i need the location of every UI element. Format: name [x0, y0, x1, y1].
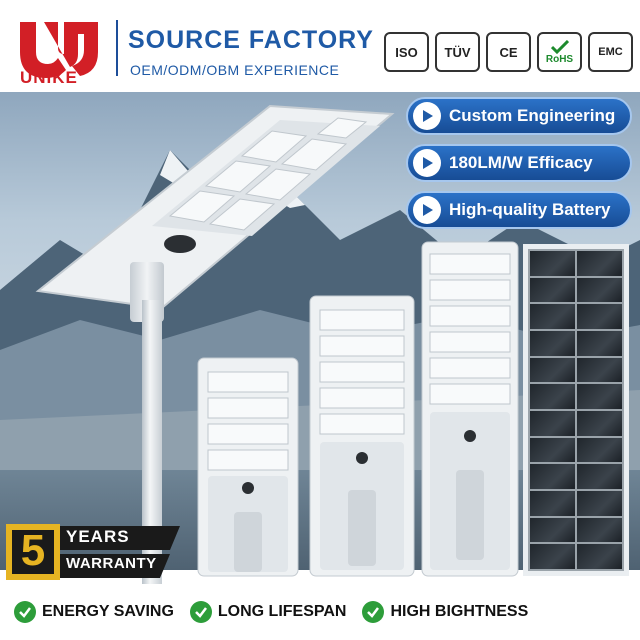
solar-cell [530, 490, 575, 516]
solar-cell [577, 304, 622, 329]
solar-cell [530, 251, 575, 276]
benefit-label: HIGH BIGHTNESS [390, 603, 529, 620]
solar-cell [577, 437, 622, 463]
feature-label: High-quality Battery [449, 200, 611, 219]
solar-cell [530, 410, 575, 436]
rohs-check-icon [550, 39, 569, 54]
solar-cell [530, 544, 575, 569]
solar-cell [530, 384, 575, 409]
solar-cell [530, 464, 575, 489]
ce-icon: CE [486, 32, 531, 72]
solar-cell [577, 464, 622, 489]
check-icon [362, 601, 385, 623]
feature-efficacy: 180LM/W Efficacy [406, 144, 632, 182]
feature-custom-engineering: Custom Engineering [406, 97, 632, 135]
warranty-years-number: 5 [20, 526, 46, 575]
rohs-label: RoHS [545, 53, 574, 65]
warranty-badge [6, 524, 180, 580]
check-icon [14, 601, 36, 623]
play-icon [413, 102, 441, 130]
solar-cell [577, 490, 622, 516]
page-title: SOURCE FACTORY [128, 26, 374, 54]
solar-cell [530, 437, 575, 463]
unike-logo-icon [20, 22, 98, 78]
logo-text: UNIKE [20, 68, 78, 87]
benefit-high-brightness: HIGH BIGHTNESS [362, 601, 528, 623]
medium-lamp-image [309, 295, 415, 577]
large-lamp-head-image [35, 104, 395, 310]
page-subtitle: OEM/ODM/OBM EXPERIENCE [130, 62, 340, 78]
benefit-energy-saving: ENERGY SAVING [14, 601, 174, 623]
solar-cell [530, 304, 575, 329]
warranty-line1: YEARS [66, 527, 130, 546]
solar-panel-grid [528, 249, 624, 571]
tuv-icon: TÜV [435, 32, 480, 72]
certification-badges: ISO TÜV CE RoHS EMC [384, 32, 633, 72]
feature-label: 180LM/W Efficacy [449, 153, 593, 172]
solar-cell [577, 357, 622, 383]
solar-cell [530, 517, 575, 543]
benefit-long-lifespan: LONG LIFESPAN [189, 601, 347, 623]
small-lamp-image [197, 357, 299, 577]
solar-cell [577, 517, 622, 543]
solar-cell [577, 277, 622, 303]
solar-cell [530, 357, 575, 383]
header: UNIKE SOURCE FACTORY OEM/ODM/OBM EXPERIE… [0, 0, 640, 92]
feature-label: Custom Engineering [449, 106, 616, 125]
solar-panel-image [523, 244, 629, 576]
solar-cell [577, 384, 622, 409]
rohs-icon: RoHS [537, 32, 582, 72]
benefit-label: LONG LIFESPAN [217, 603, 347, 620]
check-icon [189, 601, 212, 623]
benefit-label: ENERGY SAVING [42, 603, 174, 620]
solar-cell [530, 330, 575, 356]
solar-cell [530, 277, 575, 303]
solar-cell [577, 544, 622, 569]
play-icon [413, 196, 441, 224]
emc-icon: EMC [588, 32, 633, 72]
feature-battery: High-quality Battery [406, 191, 632, 229]
benefits-bar: ENERGY SAVING LONG LIFESPAN HIGH BIGHTNE… [0, 584, 640, 640]
header-divider [116, 20, 118, 76]
solar-cell [577, 251, 622, 276]
solar-cell [577, 330, 622, 356]
play-icon [413, 149, 441, 177]
iso-icon: ISO [384, 32, 429, 72]
solar-cell [577, 410, 622, 436]
warranty-line2: WARRANTY [66, 555, 157, 572]
large-lamp-image [421, 241, 519, 577]
